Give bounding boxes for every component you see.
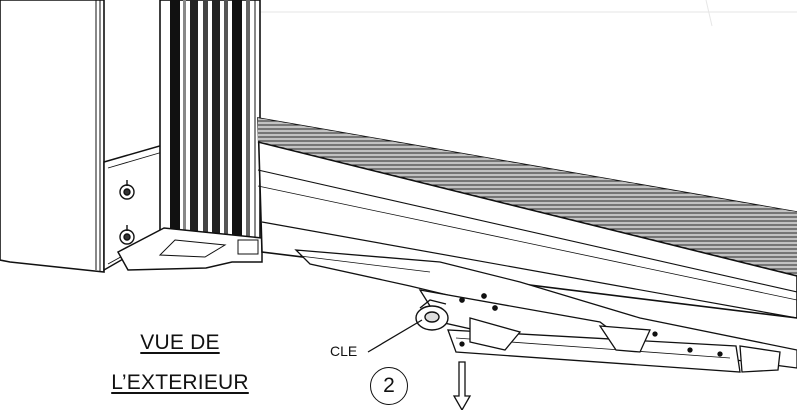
key-label: CLE [330,343,358,359]
view-caption-line2: L’EXTERIEUR [111,371,249,394]
foot-plate [116,227,263,271]
lower-mechanism [294,249,797,373]
left-door-panel [0,0,105,273]
key-cylinder [415,299,449,331]
vertical-rail [159,0,261,249]
bolt-heads [119,180,135,245]
down-arrow-icon [452,361,472,412]
key-leader-line [367,319,423,353]
frame-edge [705,0,713,27]
view-caption-line1: VUE DE [140,331,220,354]
step-number-badge: 2 [370,367,408,405]
